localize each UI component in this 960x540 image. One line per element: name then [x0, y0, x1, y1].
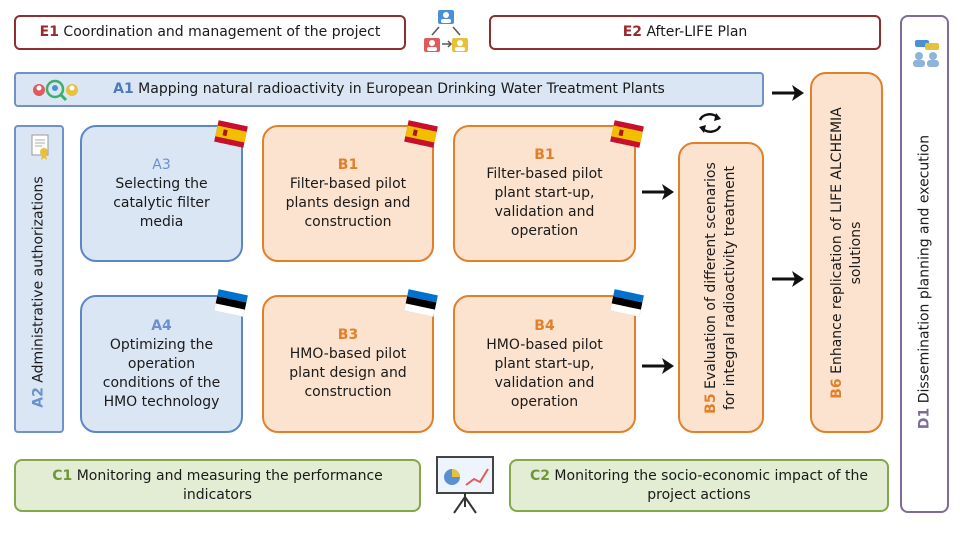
flag-spain-icon: [214, 120, 248, 148]
b6-code: B6: [828, 377, 845, 399]
b6-box: B6 Enhance replication of LIFE ALCHEMIA …: [810, 72, 883, 433]
e2-box: E2 After-LIFE Plan: [489, 15, 881, 50]
d1-box: D1 Dissemination planning and execution: [900, 15, 949, 513]
search-people-icon: [30, 78, 80, 102]
e1-code: E1: [39, 24, 59, 40]
d1-label: Dissemination planning and execution: [916, 134, 932, 404]
b3-code: B3: [337, 327, 359, 343]
e2-label: After-LIFE Plan: [646, 24, 748, 40]
team-exchange-icon: [418, 8, 474, 58]
a1-code: A1: [113, 81, 134, 97]
d1-code: D1: [916, 407, 932, 430]
b6-label: Enhance replication of LIFE ALCHEMIA sol…: [828, 106, 864, 374]
arrow-right-icon: [772, 271, 804, 287]
b1-startup-box: B1 Filter-based pilot plant start-up, va…: [453, 125, 636, 262]
c1-label: Monitoring and measuring the performance…: [76, 467, 383, 503]
a4-code: A4: [151, 317, 172, 334]
a3-label: Selecting the catalytic filter media: [113, 175, 210, 230]
arrow-right-icon: [772, 85, 804, 101]
b1-design-box: B1 Filter-based pilot plants design and …: [262, 125, 434, 262]
flag-estonia-icon: [404, 289, 438, 317]
b1-startup-code: B1: [534, 147, 555, 163]
presentation-chart-icon: [436, 455, 494, 515]
b1-startup-label: Filter-based pilot plant start-up, valid…: [486, 166, 603, 239]
b3-box: B3 HMO-based pilot plant design and cons…: [262, 295, 434, 433]
a2-code: A2: [30, 387, 47, 408]
b4-code: B4: [534, 317, 555, 334]
a3-box: A3 Selecting the catalytic filter media: [80, 125, 243, 262]
e1-box: E1 Coordination and management of the pr…: [14, 15, 406, 50]
b5-code: B5: [703, 392, 719, 414]
b3-label: HMO-based pilot plant design and constru…: [289, 346, 407, 400]
e1-label: Coordination and management of the proje…: [63, 24, 381, 40]
c2-label: Monitoring the socio-economic impact of …: [554, 467, 869, 503]
b1-design-code: B1: [337, 156, 359, 173]
recycle-arrows-icon: [698, 113, 722, 133]
c1-box: C1 Monitoring and measuring the performa…: [14, 459, 421, 512]
flag-estonia-icon: [610, 289, 644, 317]
group-chat-icon: [909, 39, 943, 69]
b4-box: B4 HMO-based pilot plant start-up, valid…: [453, 295, 636, 433]
a3-code: A3: [152, 156, 171, 173]
a4-label: Optimizing the operation conditions of t…: [102, 336, 221, 410]
e2-code: E2: [622, 24, 642, 40]
a4-box: A4 Optimizing the operation conditions o…: [80, 295, 243, 433]
flag-estonia-icon: [214, 289, 248, 317]
arrow-right-icon: [642, 358, 674, 374]
flag-spain-icon: [610, 120, 644, 148]
a2-box: A2 Administrative authorizations: [14, 125, 64, 433]
c2-box: C2 Monitoring the socio-economic impact …: [509, 459, 889, 512]
b4-label: HMO-based pilot plant start-up, validati…: [486, 336, 603, 410]
arrow-right-icon: [642, 184, 674, 200]
c2-code: C2: [529, 467, 550, 484]
b5-label: Evaluation of different scenarios for in…: [703, 161, 738, 410]
b1-design-label: Filter-based pilot plants design and con…: [285, 175, 411, 230]
certificate-icon: [30, 133, 52, 161]
a1-box: A1 Mapping natural radioactivity in Euro…: [14, 72, 764, 107]
c1-code: C1: [52, 467, 73, 484]
b5-box: B5 Evaluation of different scenarios for…: [678, 142, 764, 433]
a2-label: Administrative authorizations: [30, 176, 47, 383]
flag-spain-icon: [404, 120, 438, 148]
a1-label: Mapping natural radioactivity in Europea…: [138, 81, 665, 97]
